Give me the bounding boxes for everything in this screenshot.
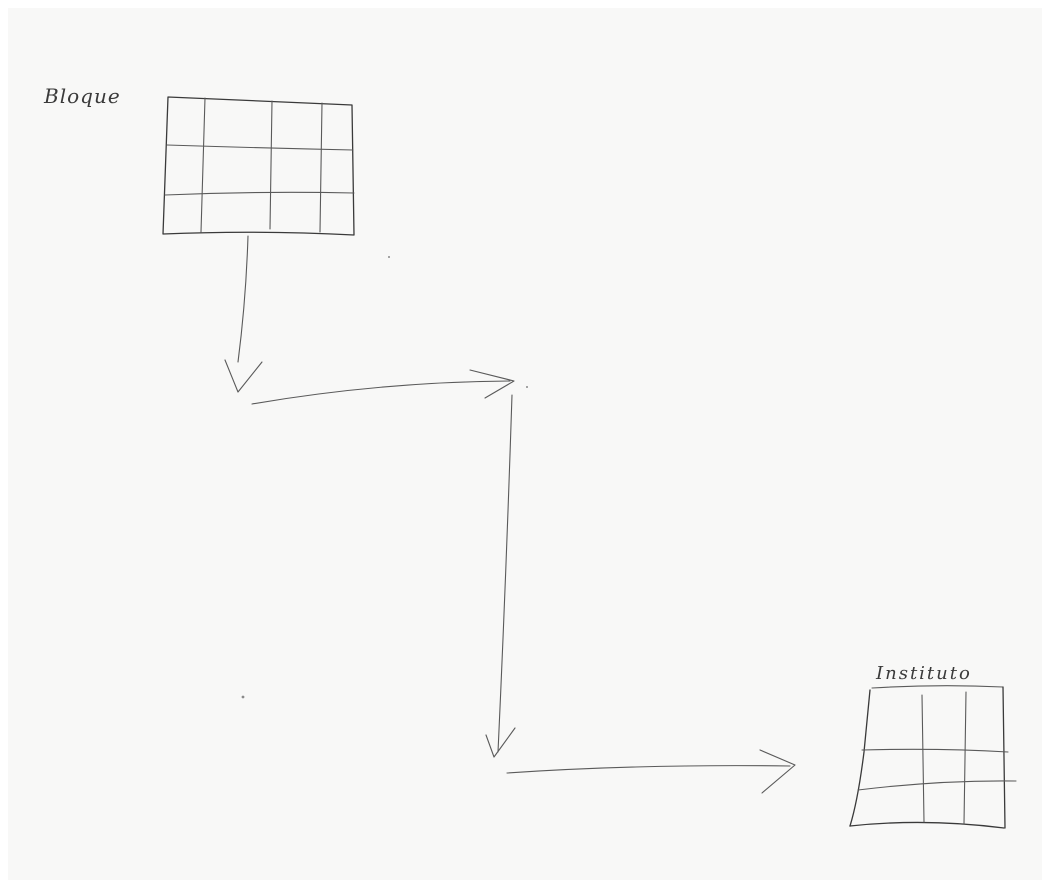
bloque-label: Bloque	[44, 84, 121, 108]
arrow-down-1	[225, 236, 262, 392]
speck-mark	[526, 386, 528, 388]
instituto-label: Instituto	[876, 663, 972, 684]
bloque-grid	[163, 97, 354, 235]
arrow-right-1	[252, 370, 514, 404]
arrow-right-2	[507, 750, 795, 793]
instituto-grid	[850, 686, 1016, 828]
arrow-down-2	[486, 395, 515, 757]
speck-mark	[242, 696, 245, 699]
speck-mark	[388, 256, 390, 258]
